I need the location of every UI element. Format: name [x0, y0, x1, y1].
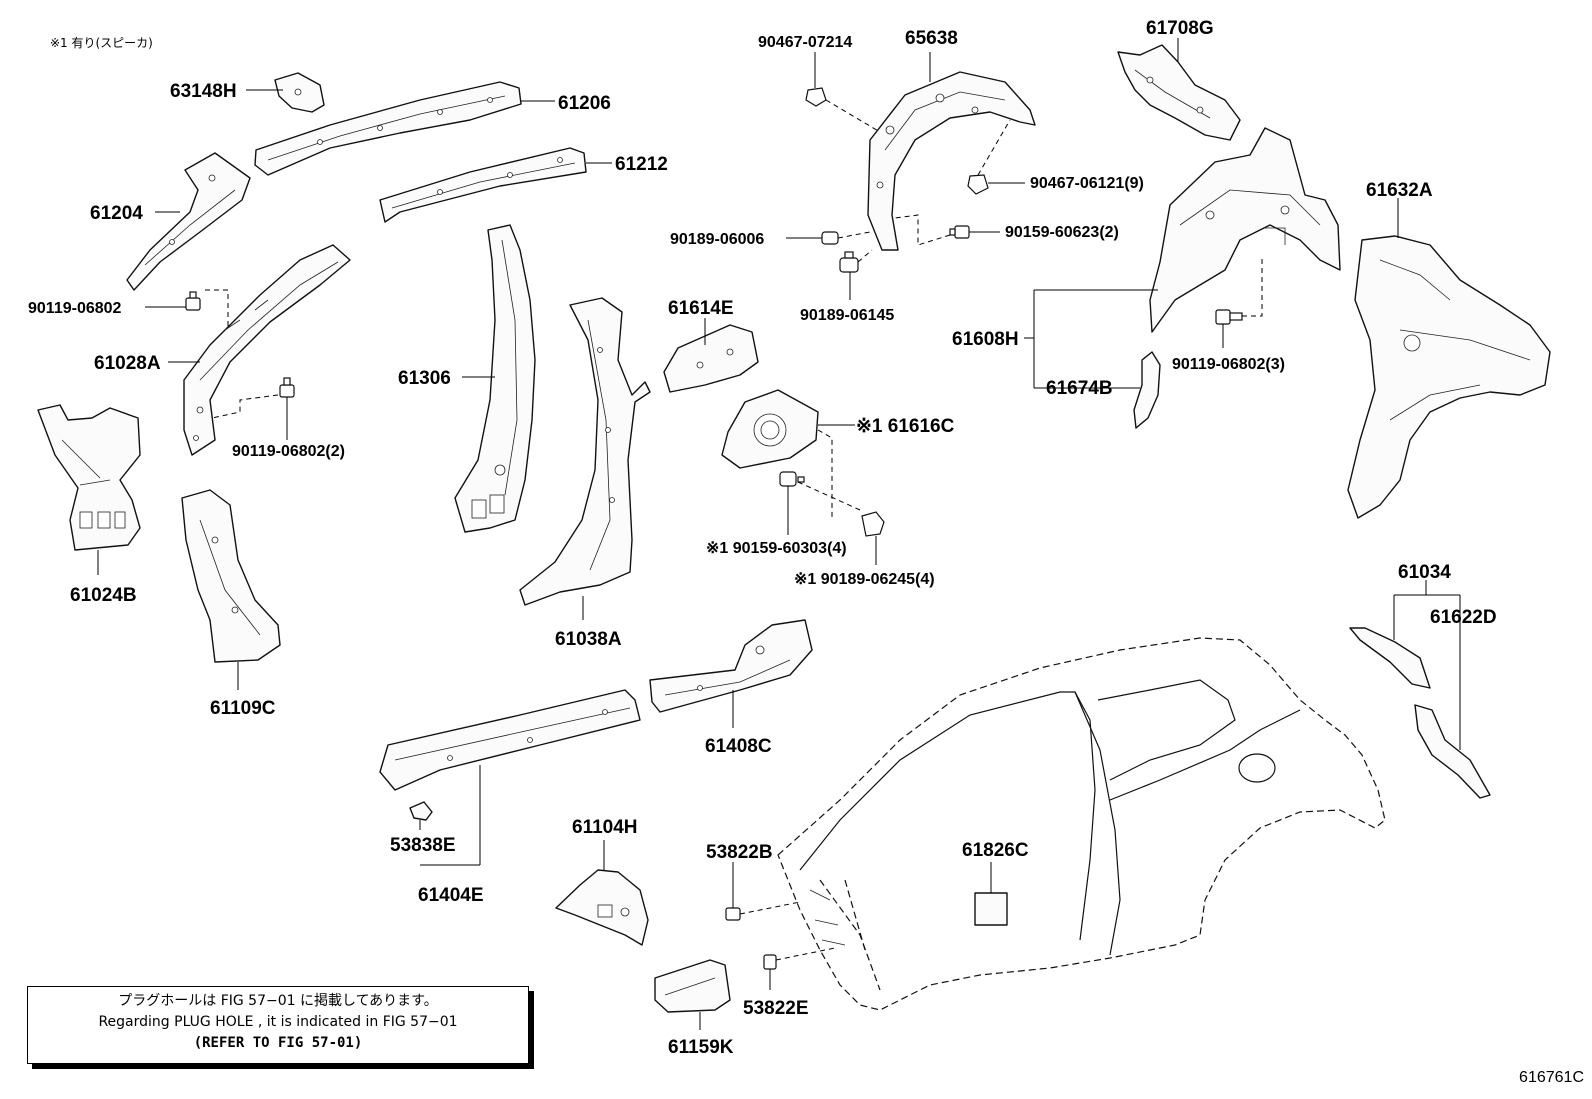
- part-61826C[interactable]: [974, 892, 1008, 926]
- label-53822B: 53822B: [706, 842, 773, 863]
- label-61028A: 61028A: [94, 353, 161, 374]
- label-90159-60623: 90159-60623(2): [1005, 224, 1119, 241]
- clip-90189-06006[interactable]: [821, 231, 839, 245]
- label-90467-06121: 90467-06121(9): [1030, 175, 1144, 192]
- bolt-90119-06802-2[interactable]: [279, 377, 295, 398]
- part-61159K[interactable]: [654, 959, 731, 1013]
- part-61622D[interactable]: [1414, 704, 1491, 799]
- header-note: ※1 有り(スピーカ): [50, 36, 153, 50]
- part-61206[interactable]: [254, 81, 522, 176]
- figure-id: 616761C: [1519, 1069, 1584, 1086]
- label-61306: 61306: [398, 368, 451, 389]
- part-61212[interactable]: [379, 147, 587, 223]
- clip-90189-06145[interactable]: [839, 251, 859, 273]
- part-61632A[interactable]: [1347, 235, 1551, 519]
- label-61212: 61212: [615, 154, 668, 175]
- label-53838E: 53838E: [390, 835, 456, 856]
- part-61104H[interactable]: [555, 869, 649, 946]
- plug-note-en: Regarding PLUG HOLE , it is indicated in…: [98, 1014, 458, 1030]
- part-61616C[interactable]: [721, 389, 819, 469]
- label-90189-06145: 90189-06145: [800, 307, 894, 324]
- label-65638: 65638: [905, 28, 958, 49]
- part-61306[interactable]: [454, 224, 536, 533]
- label-61104H: 61104H: [572, 817, 638, 838]
- part-61038A[interactable]: [519, 297, 651, 606]
- label-90119-06802-2: 90119-06802(2): [232, 443, 345, 460]
- part-61608H[interactable]: [1149, 127, 1341, 333]
- label-90159-60303: ※1 90159-60303(4): [706, 540, 847, 557]
- label-90189-06245: ※1 90189-06245(4): [794, 571, 935, 588]
- part-61034[interactable]: [1349, 627, 1431, 689]
- label-90119-06802: 90119-06802: [28, 300, 122, 317]
- plug-note-jp: プラグホールは FIG 57−01 に掲載してあります。: [118, 993, 438, 1009]
- label-61632A: 61632A: [1366, 180, 1433, 201]
- bolt-90119-06802-3[interactable]: [1215, 309, 1243, 325]
- bolt-90159-60623[interactable]: [949, 225, 970, 239]
- body-side-outer-panel[interactable]: [777, 637, 1386, 1011]
- label-63148H: 63148H: [170, 81, 237, 102]
- plug-note-ref: (REFER TO FIG 57-01): [193, 1035, 363, 1051]
- label-61708G: 61708G: [1146, 18, 1214, 39]
- label-61622D: 61622D: [1430, 607, 1497, 628]
- bolt-90159-60303[interactable]: [779, 471, 805, 487]
- clip-90467-07214[interactable]: [805, 87, 827, 107]
- part-61614E[interactable]: [663, 324, 759, 393]
- clip-90467-06121[interactable]: [967, 174, 989, 195]
- part-61708G[interactable]: [1117, 44, 1241, 141]
- label-61404E: 61404E: [418, 885, 484, 906]
- label-90119-06802-3: 90119-06802(3): [1172, 356, 1285, 373]
- clip-90189-06245[interactable]: [861, 511, 885, 537]
- label-61206: 61206: [558, 93, 611, 114]
- label-61024B: 61024B: [70, 585, 137, 606]
- label-61408C: 61408C: [705, 736, 772, 757]
- label-61674B: 61674B: [1046, 378, 1113, 399]
- label-61608H: 61608H: [952, 329, 1019, 350]
- label-90467-07214: 90467-07214: [758, 34, 852, 51]
- part-61028A[interactable]: [183, 244, 351, 456]
- part-63148H[interactable]: [274, 72, 325, 113]
- label-61616C: ※1 61616C: [856, 416, 955, 437]
- label-61614E: 61614E: [668, 298, 734, 319]
- clip-53822E[interactable]: [763, 954, 777, 970]
- part-61674B[interactable]: [1133, 351, 1161, 429]
- part-61204[interactable]: [126, 152, 251, 291]
- label-61159K: 61159K: [668, 1037, 734, 1058]
- label-61034: 61034: [1398, 562, 1451, 583]
- label-61038A: 61038A: [555, 629, 622, 650]
- bolt-90119-06802[interactable]: [185, 291, 201, 311]
- part-53838E[interactable]: [409, 801, 433, 821]
- label-61204: 61204: [90, 203, 143, 224]
- part-65638[interactable]: [867, 71, 1036, 251]
- part-61024B[interactable]: [37, 404, 141, 551]
- plug-hole-note: プラグホールは FIG 57−01 に掲載してあります。 Regarding P…: [27, 986, 529, 1064]
- clip-53822B[interactable]: [725, 907, 741, 921]
- label-61826C: 61826C: [962, 840, 1029, 861]
- part-61404E[interactable]: [379, 689, 641, 791]
- part-61109C[interactable]: [181, 489, 281, 663]
- label-53822E: 53822E: [743, 998, 809, 1019]
- label-90189-06006: 90189-06006: [670, 231, 764, 248]
- label-61109C: 61109C: [210, 698, 276, 719]
- part-61408C[interactable]: [649, 619, 813, 713]
